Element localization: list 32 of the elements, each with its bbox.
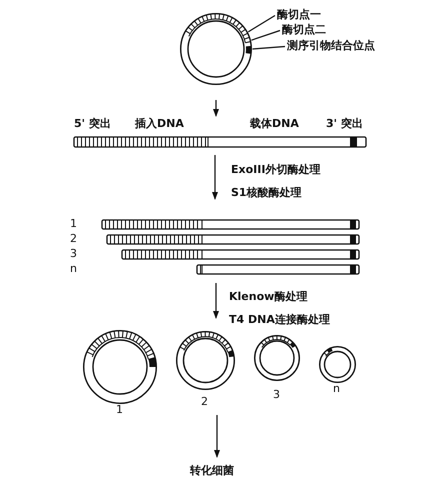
dna-fragment-drawing <box>107 235 359 244</box>
strand-label: 3' 突出 <box>326 117 363 131</box>
strand-label: 5' 突出 <box>74 117 111 131</box>
number-label: 1 <box>70 217 77 231</box>
number-label: 2 <box>201 395 208 409</box>
number-label: 1 <box>116 403 123 417</box>
number-label: 2 <box>70 232 77 246</box>
arrow <box>213 100 219 117</box>
text-label: 转化细菌 <box>190 464 248 480</box>
arrow <box>213 283 219 319</box>
strand-label: 载体DNA <box>250 117 299 131</box>
number-label: n <box>70 262 77 276</box>
arrow <box>214 415 220 458</box>
number-label: 3 <box>273 388 280 402</box>
plasmid-drawing <box>176 331 235 390</box>
leader-line <box>248 14 276 32</box>
dna-fragment-drawing <box>102 220 359 229</box>
text-label: 酶切点二 <box>282 23 342 38</box>
number-label: 3 <box>70 247 77 261</box>
text-label: 酶切点一 <box>277 8 337 23</box>
leader-line <box>252 46 286 50</box>
strand-label: 插入DNA <box>135 117 184 131</box>
arrow <box>212 155 218 200</box>
text-label: 测序引物结合位点 <box>287 39 391 54</box>
dna-fragment-drawing <box>122 250 359 259</box>
number-label: n <box>333 382 340 396</box>
plasmid-drawing <box>319 346 356 383</box>
plasmid-drawing <box>83 330 157 404</box>
dna-fragment-drawing <box>197 265 359 274</box>
plasmid-drawing <box>179 12 253 86</box>
leader-line <box>251 30 280 41</box>
plasmid-drawing <box>254 335 300 381</box>
